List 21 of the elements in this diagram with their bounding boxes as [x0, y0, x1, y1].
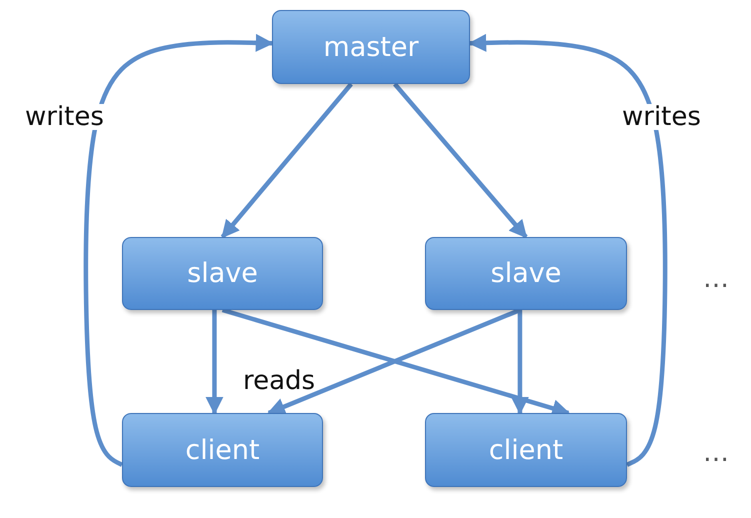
- edge-label: writes: [25, 104, 104, 130]
- arrow: [510, 310, 529, 415]
- process-box: [122, 413, 323, 487]
- node-label: master: [323, 32, 419, 62]
- ellipsis-label: …: [703, 266, 729, 292]
- arrow: [84, 34, 274, 467]
- node-label: slave: [490, 258, 562, 289]
- arrow: [205, 310, 224, 415]
- ellipsis-label: …: [703, 440, 729, 466]
- process-box: [425, 237, 627, 310]
- edge-label: writes: [622, 104, 701, 130]
- process-box: [272, 10, 470, 84]
- arrow: [468, 34, 668, 467]
- node-label: client: [488, 434, 564, 466]
- node-label: client: [185, 434, 260, 466]
- node-label: slave: [187, 258, 258, 289]
- annotation-label: reads: [243, 368, 316, 394]
- process-box: [425, 413, 627, 487]
- process-box: [122, 237, 323, 310]
- arrow: [393, 82, 528, 238]
- arrow: [220, 82, 353, 238]
